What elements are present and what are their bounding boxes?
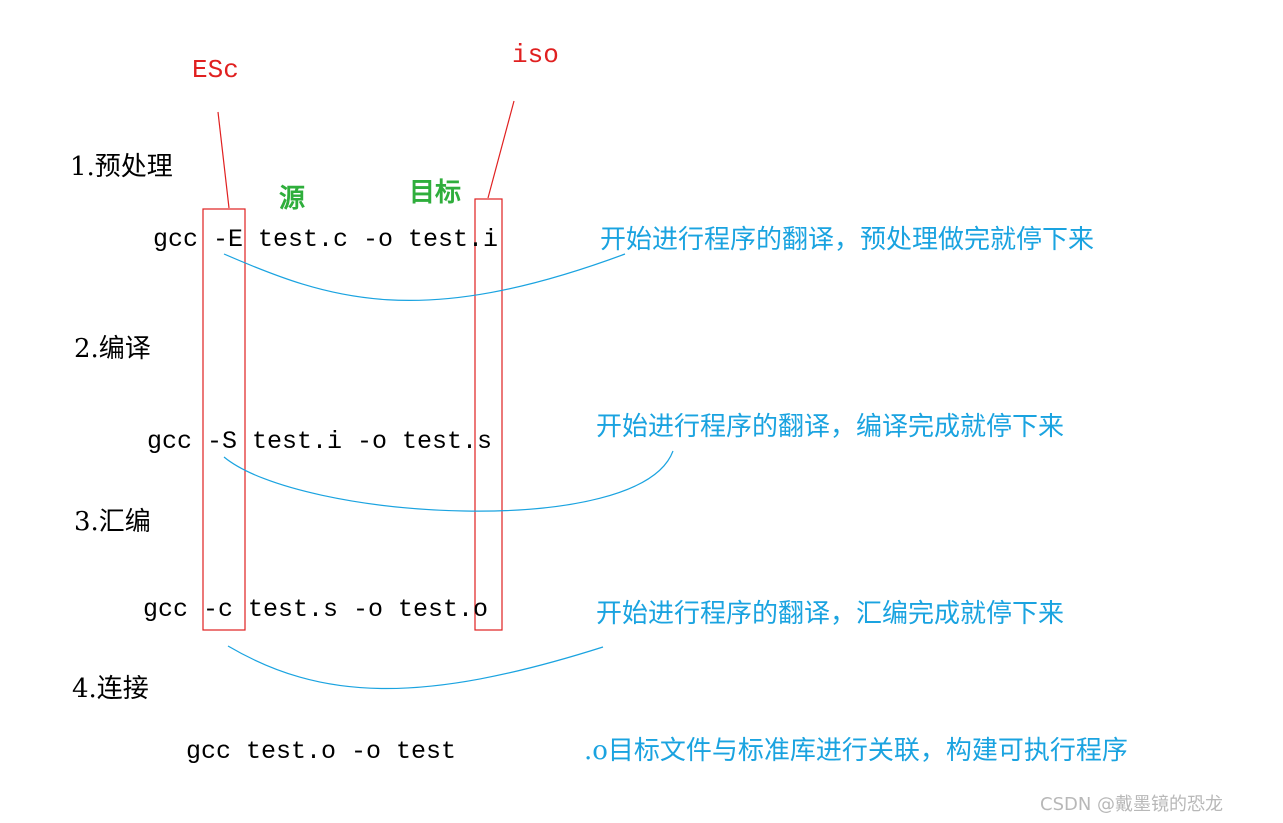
description-compile: 开始进行程序的翻译，编译完成就停下来	[596, 412, 1065, 442]
watermark: CSDN @戴墨镜的恐龙	[1040, 794, 1224, 815]
step-title-assemble: 3.汇编	[74, 507, 151, 537]
iso-label: iso	[512, 40, 559, 70]
iso-pointer-line	[487, 100, 515, 199]
curve-assemble	[227, 645, 604, 690]
command-compile: gcc -S test.i -o test.s	[147, 427, 493, 456]
curve-preprocess	[223, 253, 626, 301]
command-link: gcc test.o -o test	[186, 737, 457, 766]
description-preprocess: 开始进行程序的翻译，预处理做完就停下来	[600, 225, 1095, 255]
step-title-preprocess: 1.预处理	[70, 152, 173, 182]
source-label: 源	[279, 184, 306, 214]
esc-pointer-line	[217, 111, 230, 209]
target-label: 目标	[409, 178, 462, 208]
step-title-link: 4.连接	[72, 674, 149, 704]
option-flag-box	[202, 208, 246, 631]
description-assemble: 开始进行程序的翻译，汇编完成就停下来	[596, 599, 1065, 629]
curve-compile	[223, 450, 674, 512]
output-extension-box	[474, 198, 503, 631]
command-preprocess: gcc -E test.c -o test.i	[153, 225, 499, 254]
esc-label: ESc	[192, 55, 239, 85]
description-link: .o目标文件与标准库进行关联，构建可执行程序	[584, 736, 1128, 766]
step-title-compile: 2.编译	[74, 334, 151, 364]
command-assemble: gcc -c test.s -o test.o	[143, 595, 489, 624]
